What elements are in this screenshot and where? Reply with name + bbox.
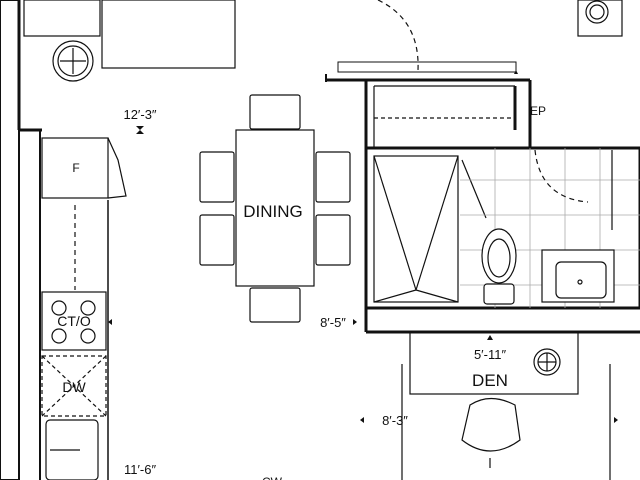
- den-area: [366, 330, 640, 480]
- dining-table-icon: [199, 94, 351, 323]
- den-length-label: 8′-3″: [382, 413, 408, 428]
- fridge-label: F: [72, 161, 79, 175]
- dishwasher-label: DW: [62, 379, 86, 395]
- dining-width-label: 12′-3″: [123, 107, 156, 122]
- kitchen-length-label: 11′-6″: [124, 462, 156, 477]
- kitchen-counter: [39, 130, 127, 480]
- living-area-furniture: [23, 0, 236, 82]
- sink-icon: [541, 249, 615, 303]
- outer-left-wall: [0, 0, 42, 480]
- cooktop-oven-label: CT/O: [57, 313, 91, 329]
- den-label: DEN: [472, 371, 508, 390]
- toilet-icon: [481, 228, 517, 305]
- dimension-markers: [108, 70, 618, 423]
- entry-door-swing: [377, 0, 419, 71]
- electrical-panel-label: EP: [530, 104, 546, 118]
- office-chair-icon: [461, 397, 521, 468]
- dining-length-label: 8′-5″: [320, 315, 346, 330]
- den-width-label: 5′-11″: [474, 347, 506, 362]
- washer-appliance: [577, 0, 623, 37]
- dining-label: DINING: [243, 202, 303, 221]
- closet-label: CW: [262, 475, 283, 480]
